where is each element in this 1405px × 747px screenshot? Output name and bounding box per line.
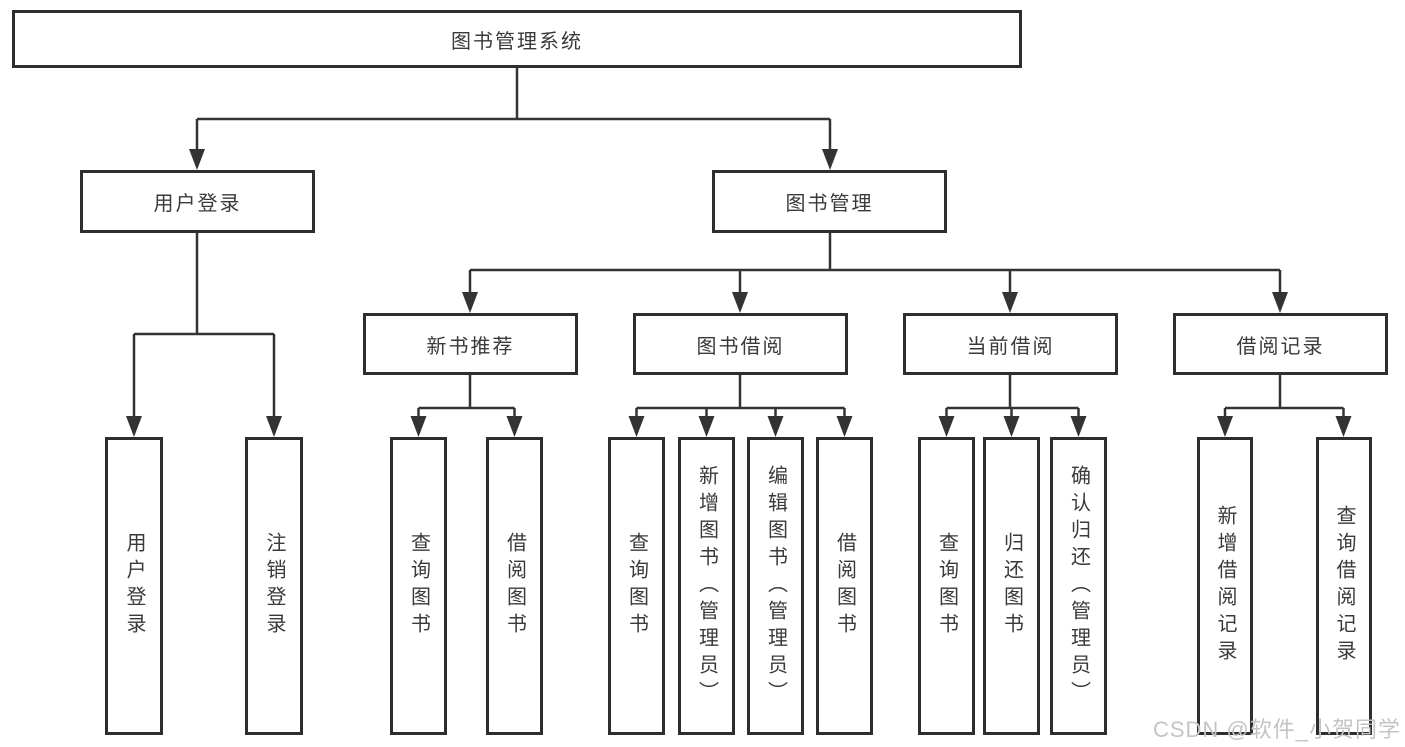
node-leaf-bb-borrow-books: 借阅图书 [816, 437, 873, 735]
node-leaf-nbr-query-books: 查询图书 [390, 437, 447, 735]
node-leaf-cb-return-books: 归还图书 [983, 437, 1040, 735]
node-leaf-bb-query-books: 查询图书 [608, 437, 665, 735]
node-leaf-user-login: 用户登录 [105, 437, 163, 735]
node-leaf-bb-add-books-admin: 新增图书（管理员） [678, 437, 735, 735]
csdn-watermark: CSDN @软件_小贺同学 [1152, 717, 1401, 742]
node-root-system: 图书管理系统 [12, 10, 1022, 68]
node-new-book-recommend: 新书推荐 [363, 313, 578, 375]
node-user-login: 用户登录 [80, 170, 315, 233]
node-leaf-cb-query-books: 查询图书 [918, 437, 975, 735]
node-current-borrow: 当前借阅 [903, 313, 1118, 375]
node-leaf-nbr-borrow-books: 借阅图书 [486, 437, 543, 735]
node-leaf-bb-edit-books-admin: 编辑图书（管理员） [747, 437, 804, 735]
node-leaf-logout: 注销登录 [245, 437, 303, 735]
node-book-borrow: 图书借阅 [633, 313, 848, 375]
node-borrow-records: 借阅记录 [1173, 313, 1388, 375]
node-leaf-cb-confirm-return-admin: 确认归还（管理员） [1050, 437, 1107, 735]
node-leaf-br-add-record: 新增借阅记录 [1197, 437, 1253, 735]
node-leaf-br-query-record: 查询借阅记录 [1316, 437, 1372, 735]
node-book-management: 图书管理 [712, 170, 947, 233]
